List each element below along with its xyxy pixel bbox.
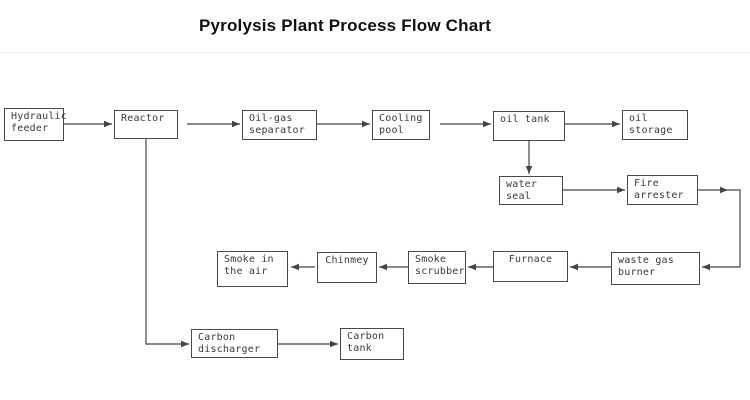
edge-oil-tank-to-oil-storage (565, 120, 620, 128)
node-label: Furnace (508, 254, 553, 265)
node-reactor: Reactor (114, 110, 178, 139)
arrowhead-icon (330, 340, 338, 348)
node-label: waste gas (618, 255, 674, 266)
edge-cooling-pool-to-oil-tank (440, 120, 491, 128)
node-label: scrubber (415, 266, 465, 277)
edge-line (145, 139, 189, 345)
node-label: the air (224, 266, 268, 277)
arrowhead-icon (570, 263, 578, 271)
node-label: water (506, 179, 538, 190)
node-oil-tank: oil tank (493, 111, 565, 141)
arrowhead-icon (720, 186, 728, 194)
title-divider (0, 52, 750, 53)
node-label: burner (618, 267, 656, 278)
arrowhead-icon (291, 263, 299, 271)
edge-chimney-to-smoke-in-the-air (291, 263, 315, 271)
node-label: Carbon (198, 332, 236, 343)
arrowhead-icon (379, 263, 387, 271)
node-label: pool (379, 125, 404, 136)
node-label: Hydraulic (11, 111, 67, 122)
arrowhead-icon (362, 120, 370, 128)
node-label: separator (249, 125, 305, 136)
arrowhead-icon (232, 120, 240, 128)
edge-water-seal-to-fire-arrester (563, 186, 625, 194)
page-title: Pyrolysis Plant Process Flow Chart (198, 16, 492, 35)
edge-carbon-discharger-to-carbon-tank (278, 340, 338, 348)
node-label: feeder (11, 123, 49, 134)
node-label: tank (347, 343, 372, 354)
node-label: storage (629, 125, 673, 136)
node-label: Carbon (347, 331, 385, 342)
arrowhead-icon (702, 263, 710, 271)
node-label: oil tank (500, 114, 550, 125)
edge-hydraulic-feeder-to-reactor (64, 120, 112, 128)
node-label: arrester (634, 190, 684, 201)
edge-line (698, 189, 741, 268)
edge-waste-gas-burner-to-furnace (570, 263, 611, 271)
node-label: Chinmey (325, 255, 369, 266)
edge-furnace-to-smoke-scrubber (468, 263, 493, 271)
edge-reactor-to-carbon-discharger (145, 139, 189, 348)
title-bar: Pyrolysis Plant Process Flow Chart (0, 0, 690, 52)
node-label: Fire (634, 178, 659, 189)
node-furnace: Furnace (493, 251, 568, 282)
arrowhead-icon (525, 166, 533, 174)
node-chimney: Chinmey (317, 252, 377, 283)
node-label: Reactor (121, 113, 165, 124)
node-label: oil (629, 113, 648, 124)
node-label: seal (506, 191, 531, 202)
edge-fire-arrester-to-waste-gas-burner (698, 186, 741, 271)
node-label: Smoke in (224, 254, 274, 265)
edge-reactor-to-oil-gas-separator (187, 120, 240, 128)
node-label: Cooling (379, 113, 423, 124)
arrowhead-icon (181, 340, 189, 348)
node-label: Oil-gas (249, 113, 293, 124)
node-label: Smoke (415, 254, 447, 265)
edge-smoke-scrubber-to-chimney (379, 263, 408, 271)
arrowhead-icon (104, 120, 112, 128)
arrowhead-icon (468, 263, 476, 271)
node-label: discharger (198, 344, 261, 355)
arrowhead-icon (612, 120, 620, 128)
edge-oil-gas-separator-to-cooling-pool (317, 120, 370, 128)
arrowhead-icon (617, 186, 625, 194)
edge-oil-tank-to-water-seal (525, 141, 533, 174)
arrowhead-icon (483, 120, 491, 128)
